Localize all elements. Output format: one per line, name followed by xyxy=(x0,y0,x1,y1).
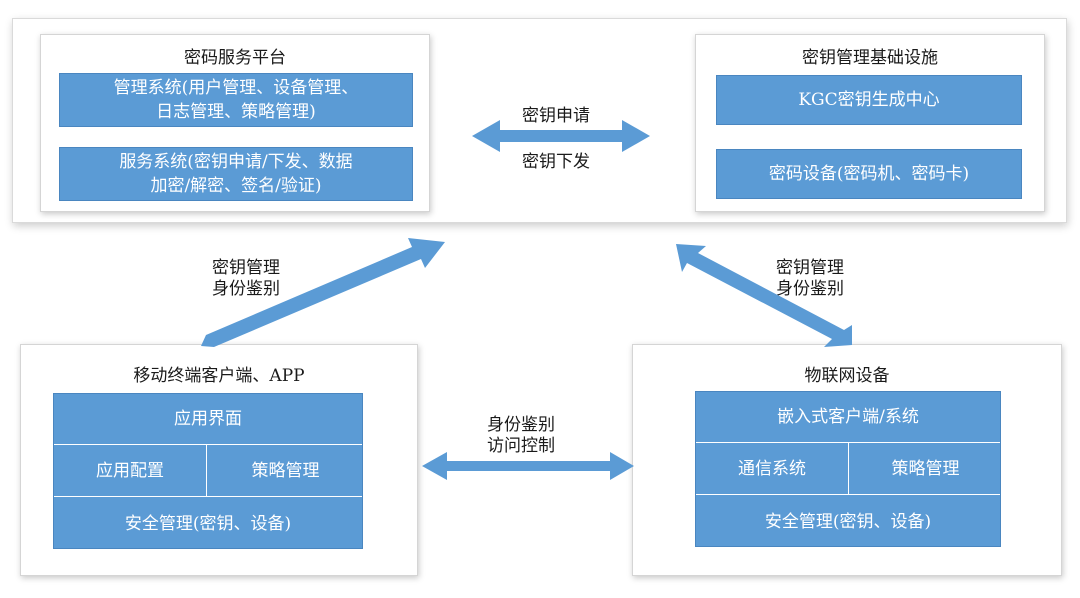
divider xyxy=(848,443,849,494)
mobile-security-label: 安全管理(密钥、设备) xyxy=(124,513,292,534)
kgc-label: KGC密钥生成中心 xyxy=(798,90,940,110)
mobile-stack: 应用界面 应用配置 策略管理 安全管理(密钥、设备) xyxy=(53,393,363,549)
iot-policy-label: 策略管理 xyxy=(891,458,960,479)
divider xyxy=(696,494,1000,495)
key-request-issue-arrow xyxy=(472,120,650,152)
service-system-line2: 加密/解密、签名/验证) xyxy=(150,176,322,196)
platform-title: 密码服务平台 xyxy=(184,48,286,68)
left-identity-auth-label: 身份鉴别 xyxy=(212,279,280,299)
app-ui-label: 应用界面 xyxy=(174,409,242,429)
key-request-label: 密钥申请 xyxy=(522,106,590,126)
iot-security-label: 安全管理(密钥、设备) xyxy=(764,511,932,532)
app-config-cell: 应用配置 xyxy=(54,445,206,496)
embedded-client-cell: 嵌入式客户端/系统 xyxy=(696,392,1000,442)
iot-security-cell: 安全管理(密钥、设备) xyxy=(696,495,1000,548)
app-config-label: 应用配置 xyxy=(96,460,164,481)
kmi-iot-arrow xyxy=(676,244,852,347)
divider xyxy=(54,496,362,497)
divider xyxy=(206,445,207,496)
mobile-policy-cell: 策略管理 xyxy=(207,445,364,496)
management-system-line1: 管理系统(用户管理、设备管理、 xyxy=(113,78,359,98)
platform-mobile-arrow xyxy=(201,238,445,347)
management-system-line2: 日志管理、策略管理) xyxy=(156,102,316,122)
kgc-box: KGC密钥生成中心 xyxy=(716,75,1022,125)
divider xyxy=(696,442,1000,443)
crypto-devices-label: 密码设备(密码机、密码卡) xyxy=(768,164,970,184)
service-system-line1: 服务系统(密钥申请/下发、数据 xyxy=(119,152,353,172)
iot-device-panel: 物联网设备 嵌入式客户端/系统 通信系统 策略管理 安全管理(密钥、设备) xyxy=(632,344,1062,576)
comm-system-cell: 通信系统 xyxy=(696,443,848,494)
right-key-management-label: 密钥管理 xyxy=(776,258,844,278)
access-control-label: 访问控制 xyxy=(487,436,555,456)
comm-system-label: 通信系统 xyxy=(738,458,806,479)
left-key-management-label: 密钥管理 xyxy=(212,258,280,278)
mobile-security-cell: 安全管理(密钥、设备) xyxy=(54,497,362,550)
mobile-title: 移动终端客户端、APP xyxy=(133,366,305,386)
right-identity-auth-label: 身份鉴别 xyxy=(776,279,844,299)
mobile-terminal-panel: 移动终端客户端、APP 应用界面 应用配置 策略管理 安全管理(密钥、设备) xyxy=(20,344,418,576)
iot-stack: 嵌入式客户端/系统 通信系统 策略管理 安全管理(密钥、设备) xyxy=(695,391,1001,547)
service-system-box: 服务系统(密钥申请/下发、数据 加密/解密、签名/验证) xyxy=(59,147,413,201)
mobile-policy-label: 策略管理 xyxy=(251,460,320,481)
crypto-devices-box: 密码设备(密码机、密码卡) xyxy=(716,149,1022,199)
key-issue-label: 密钥下发 xyxy=(522,152,590,172)
iot-title: 物联网设备 xyxy=(804,366,890,386)
management-system-box: 管理系统(用户管理、设备管理、 日志管理、策略管理) xyxy=(59,73,413,127)
identity-access-arrow xyxy=(422,452,634,480)
iot-policy-cell: 策略管理 xyxy=(849,443,1002,494)
kmi-title: 密钥管理基础设施 xyxy=(802,48,938,68)
crypto-service-platform-panel: 密码服务平台 管理系统(用户管理、设备管理、 日志管理、策略管理) 服务系统(密… xyxy=(40,34,430,212)
app-ui-cell: 应用界面 xyxy=(54,394,362,444)
identity-auth-label: 身份鉴别 xyxy=(487,415,555,435)
divider xyxy=(54,444,362,445)
key-management-infrastructure-panel: 密钥管理基础设施 KGC密钥生成中心 密码设备(密码机、密码卡) xyxy=(695,34,1045,212)
embedded-client-label: 嵌入式客户端/系统 xyxy=(777,407,919,427)
